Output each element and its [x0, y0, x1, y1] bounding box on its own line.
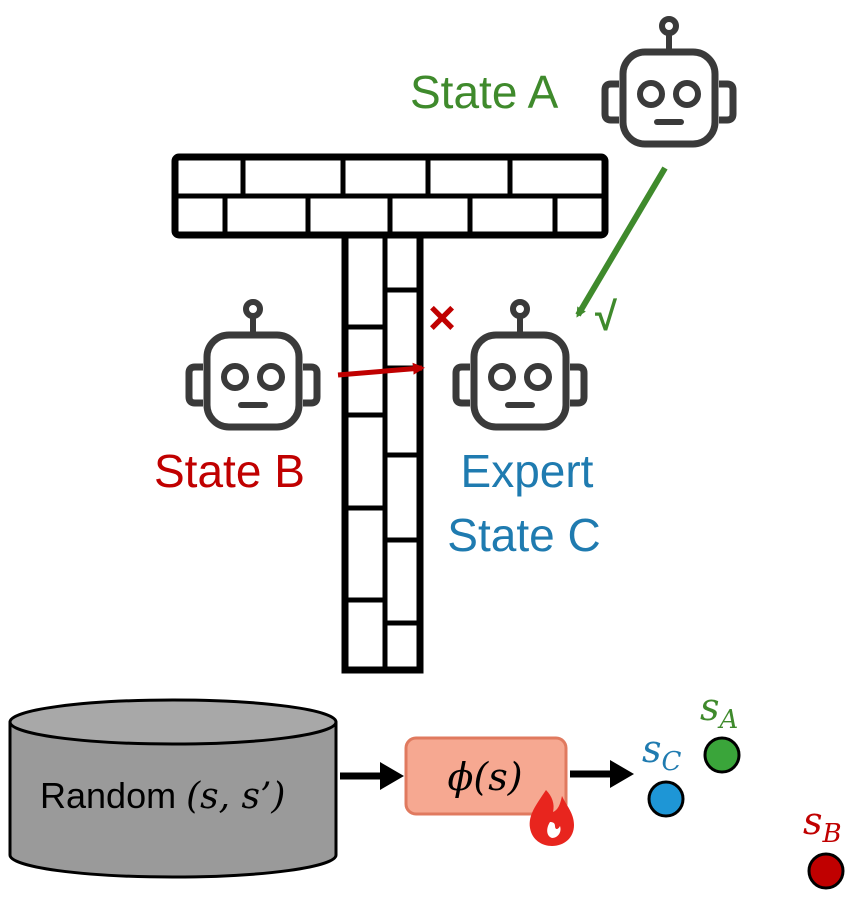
point-s-b	[807, 852, 845, 890]
label-s-a: sA	[700, 685, 738, 735]
robot-icon-state-a	[605, 19, 733, 144]
fire-icon	[529, 790, 574, 846]
arrow-icon-db-to-encoder-head	[380, 762, 404, 790]
arrow-icon-a-to-c	[575, 166, 668, 318]
arrow-icon-encoder-to-embedding-head	[610, 760, 634, 788]
encoder-box	[404, 736, 568, 816]
arrow-icon-b-to-c	[337, 362, 425, 378]
label-state-c: State C	[447, 509, 600, 561]
database-label: Random (s, s’)	[40, 775, 285, 817]
label-s-b: sB	[803, 799, 842, 849]
robot-icon-expert-state-c	[456, 302, 584, 427]
robot-icon-state-b	[189, 302, 317, 427]
point-s-a	[703, 736, 741, 774]
label-state-b: State B	[154, 445, 305, 497]
database-icon	[8, 698, 338, 879]
label-expert: Expert	[461, 445, 594, 497]
check-mark: √	[595, 295, 618, 339]
encoder-label: ϕ(s)	[447, 755, 522, 799]
wall-icon	[171, 153, 609, 674]
point-s-c	[647, 780, 685, 818]
cross-mark: ×	[428, 292, 456, 345]
label-s-c: sC	[642, 727, 682, 777]
label-state-a: State A	[410, 66, 559, 118]
